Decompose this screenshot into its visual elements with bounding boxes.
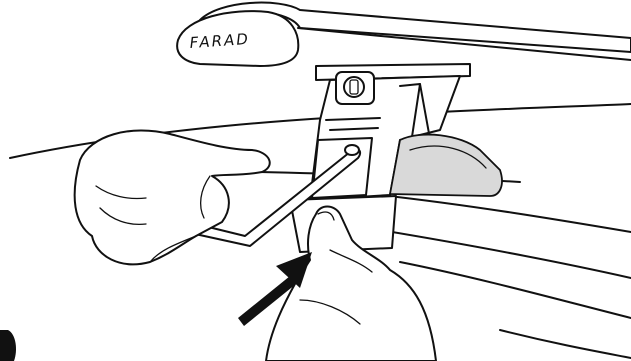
rubber-foot-pad: [390, 135, 502, 196]
roof-bar: FARAD: [177, 3, 631, 66]
corner-mark: [0, 330, 16, 361]
